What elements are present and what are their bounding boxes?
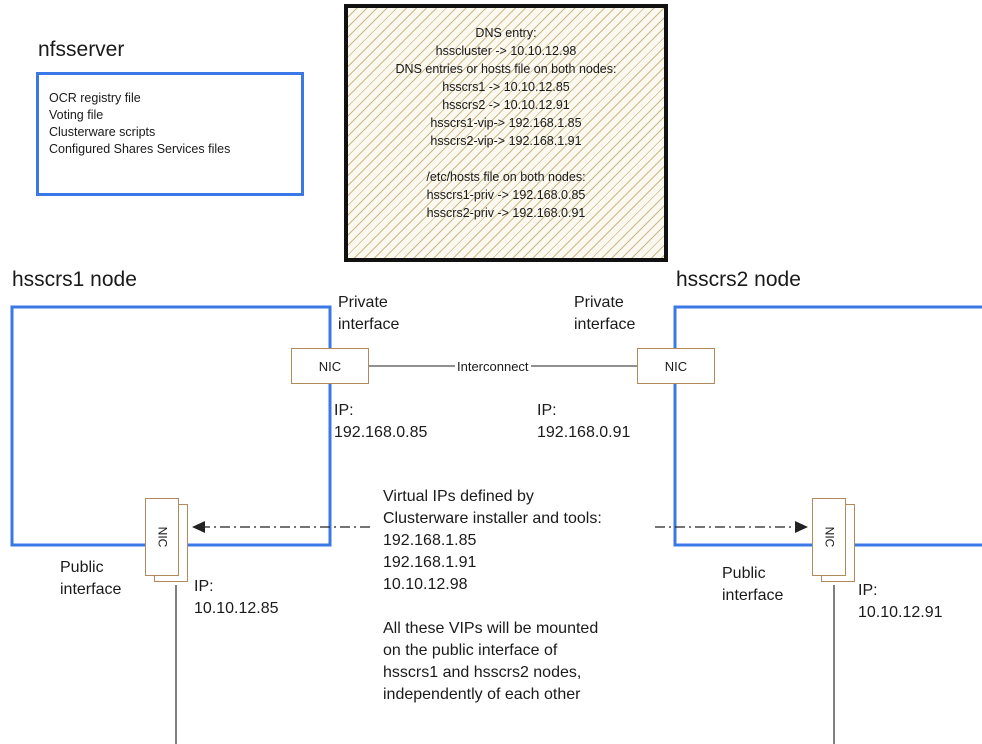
- interconnect-label: Interconnect: [455, 358, 531, 375]
- label-line: interface: [338, 316, 400, 333]
- dns-line: hsscrs2 -> 10.10.12.91: [442, 98, 570, 112]
- ip-label: IP:: [334, 402, 354, 419]
- dns-line: hsscrs2-priv -> 192.168.0.91: [426, 206, 586, 220]
- node1-private-nic[interactable]: NIC: [291, 348, 369, 384]
- dns-line: hsscrs1-vip-> 192.168.1.85: [430, 116, 582, 130]
- node1-public-ip: IP: 10.10.12.85: [194, 576, 279, 620]
- node1-public-interface-label: Public interface: [60, 557, 121, 601]
- label-line: Public: [722, 565, 766, 582]
- node1-public-nic[interactable]: NIC: [145, 498, 179, 576]
- nfs-file-item: OCR registry file: [49, 91, 141, 105]
- dns-line: hsscrs1-priv -> 192.168.0.85: [426, 188, 586, 202]
- vip-note-line: independently of each other: [383, 686, 581, 703]
- vip-arrowhead-left: [192, 521, 205, 533]
- ip-value: 192.168.0.85: [334, 424, 428, 441]
- hsscrs2-title: hsscrs2 node: [676, 268, 801, 291]
- label-line: Private: [338, 294, 388, 311]
- node2-private-interface-label: Private interface: [574, 292, 635, 336]
- ip-value: 10.10.12.91: [858, 604, 943, 621]
- nic-label: NIC: [154, 526, 169, 548]
- vip-note-line: 10.10.12.98: [383, 576, 468, 593]
- label-line: interface: [722, 587, 784, 604]
- vip-note-line: Virtual IPs defined by: [383, 488, 534, 505]
- ip-label: IP:: [537, 402, 557, 419]
- ip-label: IP:: [194, 578, 214, 595]
- dns-line: DNS entry:: [475, 26, 537, 40]
- dns-line: hsscrs2-vip-> 192.168.1.91: [430, 134, 582, 148]
- vip-note-line: on the public interface of: [383, 642, 558, 659]
- node2-public-ip: IP: 10.10.12.91: [858, 580, 943, 624]
- vip-note-line: 192.168.1.85: [383, 532, 477, 549]
- nic-label: NIC: [821, 526, 836, 548]
- node1-private-ip: IP: 192.168.0.85: [334, 400, 427, 444]
- label-line: Public: [60, 559, 104, 576]
- node2-public-interface-label: Public interface: [722, 563, 783, 607]
- label-line: interface: [60, 581, 122, 598]
- ip-value: 192.168.0.91: [537, 424, 631, 441]
- dns-entries: DNS entry: hsscluster -> 10.10.12.98 DNS…: [344, 24, 668, 222]
- hsscrs1-title: hsscrs1 node: [12, 268, 137, 291]
- vip-note: Virtual IPs defined by Clusterware insta…: [383, 486, 602, 706]
- dns-line: hsscluster -> 10.10.12.98: [435, 44, 577, 58]
- dns-box: [344, 4, 668, 262]
- node2-private-ip: IP: 192.168.0.91: [537, 400, 630, 444]
- vip-note-line: Clusterware installer and tools:: [383, 508, 602, 530]
- ip-value: 10.10.12.85: [194, 600, 279, 617]
- vip-arrowhead-right: [795, 521, 808, 533]
- nfsserver-box: [36, 72, 304, 196]
- dns-line: DNS entries or hosts file on both nodes:: [395, 62, 617, 76]
- dns-line: /etc/hosts file on both nodes:: [426, 170, 586, 184]
- node1-private-interface-label: Private interface: [338, 292, 399, 336]
- dns-line: [344, 150, 668, 168]
- nfs-file-item: Voting file: [49, 108, 104, 122]
- node2-public-nic[interactable]: NIC: [812, 498, 846, 576]
- nfs-file-item: Configured Shares Services files: [49, 142, 231, 156]
- vip-note-line: hsscrs1 and hsscrs2 nodes,: [383, 664, 582, 681]
- label-line: Private: [574, 294, 624, 311]
- nfsserver-file-list: OCR registry file Voting file Clusterwar…: [49, 90, 230, 158]
- nfsserver-title: nfsserver: [38, 38, 125, 61]
- vip-note-line: 192.168.1.91: [383, 554, 477, 571]
- nfs-file-item: Clusterware scripts: [49, 125, 156, 139]
- vip-note-line: [383, 596, 602, 618]
- label-line: interface: [574, 316, 636, 333]
- vip-note-line: All these VIPs will be mounted: [383, 620, 599, 637]
- node2-private-nic[interactable]: NIC: [637, 348, 715, 384]
- ip-label: IP:: [858, 582, 878, 599]
- dns-line: hsscrs1 -> 10.10.12.85: [442, 80, 570, 94]
